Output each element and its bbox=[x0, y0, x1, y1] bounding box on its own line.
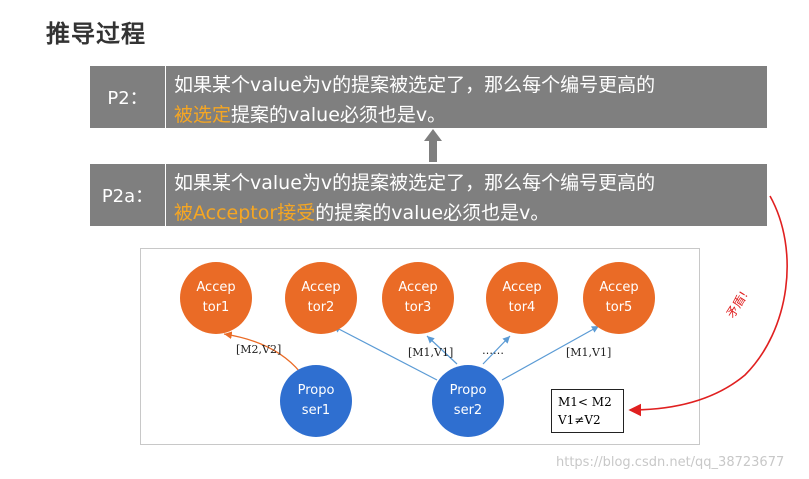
p2-highlight: 被选定 bbox=[174, 104, 232, 126]
proposer-2-line2: ser2 bbox=[453, 403, 483, 418]
acceptor-5-line2: tor5 bbox=[605, 300, 633, 315]
acceptor-3-line2: tor3 bbox=[404, 300, 432, 315]
proposer-1-line1: Propo bbox=[297, 383, 335, 398]
p2-label: P2： bbox=[90, 66, 166, 128]
p2-line2: 被选定提案的value必须也是v。 bbox=[174, 100, 759, 130]
p2a-label: P2a： bbox=[90, 164, 166, 226]
message-m2v2: [M2,V2] bbox=[236, 343, 282, 356]
acceptor-4-line2: tor4 bbox=[508, 300, 536, 315]
comparison-note: M1< M2 V1≠V2 bbox=[551, 389, 624, 433]
acceptor-4-line1: Accep bbox=[502, 280, 542, 295]
edge-proposer2-acceptor4 bbox=[482, 335, 511, 365]
acceptor-4: Accep tor4 bbox=[486, 262, 558, 334]
p2a-line2-rest: 的提案的value必须也是v。 bbox=[315, 202, 550, 224]
p2a-line1: 如果某个value为v的提案被选定了，那么每个编号更高的 bbox=[174, 172, 656, 194]
acceptor-1-line1: Accep bbox=[196, 280, 236, 295]
note-line2: V1≠V2 bbox=[558, 413, 601, 427]
acceptor-2-line2: tor2 bbox=[307, 300, 335, 315]
p2-line1: 如果某个value为v的提案被选定了，那么每个编号更高的 bbox=[174, 74, 656, 96]
contradiction-arrow bbox=[628, 195, 788, 417]
p2a-text: 如果某个value为v的提案被选定了，那么每个编号更高的 被Acceptor接受… bbox=[174, 168, 759, 228]
edge-proposer2-acceptor5 bbox=[501, 325, 600, 381]
p2a-line2: 被Acceptor接受的提案的value必须也是v。 bbox=[174, 198, 759, 228]
acceptor-2-line1: Accep bbox=[301, 280, 341, 295]
p2a-highlight: 被Acceptor接受 bbox=[174, 202, 316, 224]
acceptor-3-line1: Accep bbox=[398, 280, 438, 295]
page-title: 推导过程 bbox=[46, 20, 146, 48]
message-dots: …… bbox=[482, 344, 504, 357]
edge-proposer2-acceptor3 bbox=[426, 335, 458, 365]
acceptor-1: Accep tor1 bbox=[180, 262, 252, 334]
message-m1v1-right: [M1,V1] bbox=[566, 346, 612, 359]
up-arrow-icon bbox=[424, 129, 442, 141]
proposer-2-line1: Propo bbox=[449, 383, 487, 398]
p2-line2-rest: 提案的value必须也是v。 bbox=[231, 104, 447, 126]
p2-text: 如果某个value为v的提案被选定了，那么每个编号更高的 被选定提案的value… bbox=[174, 70, 759, 130]
acceptor-5-line1: Accep bbox=[599, 280, 639, 295]
proposer-1: Propo ser1 bbox=[280, 365, 352, 437]
p2-statement: P2： 如果某个value为v的提案被选定了，那么每个编号更高的 被选定提案的v… bbox=[90, 66, 767, 128]
p2a-statement: P2a： 如果某个value为v的提案被选定了，那么每个编号更高的 被Accep… bbox=[90, 164, 767, 226]
acceptor-5: Accep tor5 bbox=[583, 262, 655, 334]
message-m1v1-left: [M1,V1] bbox=[408, 346, 454, 359]
acceptor-2: Accep tor2 bbox=[285, 262, 357, 334]
watermark: https://blog.csdn.net/qq_38723677 bbox=[556, 455, 785, 470]
proposer-2: Propo ser2 bbox=[432, 365, 504, 437]
proposer-1-line2: ser1 bbox=[301, 403, 331, 418]
acceptor-3: Accep tor3 bbox=[382, 262, 454, 334]
note-line1: M1< M2 bbox=[558, 395, 612, 409]
up-arrow-shaft bbox=[429, 140, 437, 162]
edge-proposer2-acceptor2 bbox=[332, 325, 438, 381]
acceptor-1-line2: tor1 bbox=[202, 300, 230, 315]
edge-proposer1-acceptor1 bbox=[223, 331, 301, 373]
